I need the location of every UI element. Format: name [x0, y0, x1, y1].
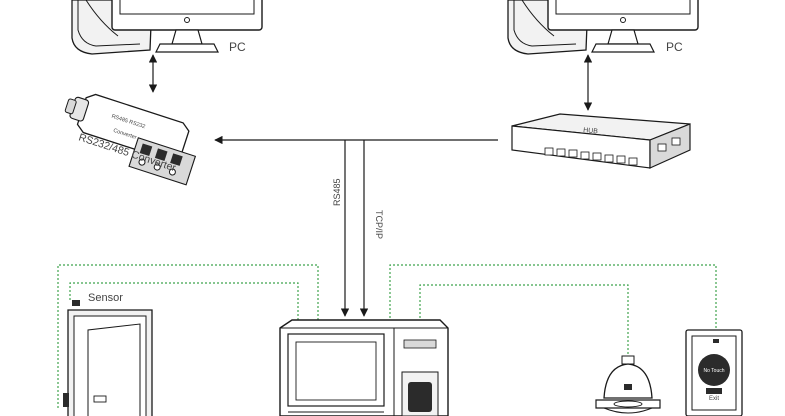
pc-right-label: PC [666, 40, 683, 54]
converter-device: RS485 RS232 Converter RS232/485 Converte… [64, 93, 197, 186]
exit-label: Exit [709, 396, 719, 402]
tcpip-label: TCP/IP [374, 210, 384, 239]
dotted-wiring [57, 264, 717, 408]
pc-left-label: PC [229, 40, 246, 54]
doorbell-device [595, 355, 661, 414]
pc-left: PC [71, 0, 263, 55]
pc-right-monitor [547, 0, 699, 53]
exit-face-label: No Touch [703, 368, 724, 374]
exit-button-device: No Touch Exit [685, 329, 743, 416]
hub-label: HUB [583, 127, 599, 136]
hub-device: HUB [511, 113, 691, 169]
pc-right: PC [507, 0, 699, 55]
door-device: Sensor [63, 292, 153, 416]
hub-ports [544, 137, 681, 166]
rs485-label: RS485 [332, 178, 342, 206]
exit-button-face [698, 354, 730, 386]
pc-left-monitor [111, 0, 263, 53]
sensor-label: Sensor [88, 292, 123, 304]
terminal-device [279, 319, 449, 416]
sensor-block [72, 300, 80, 306]
